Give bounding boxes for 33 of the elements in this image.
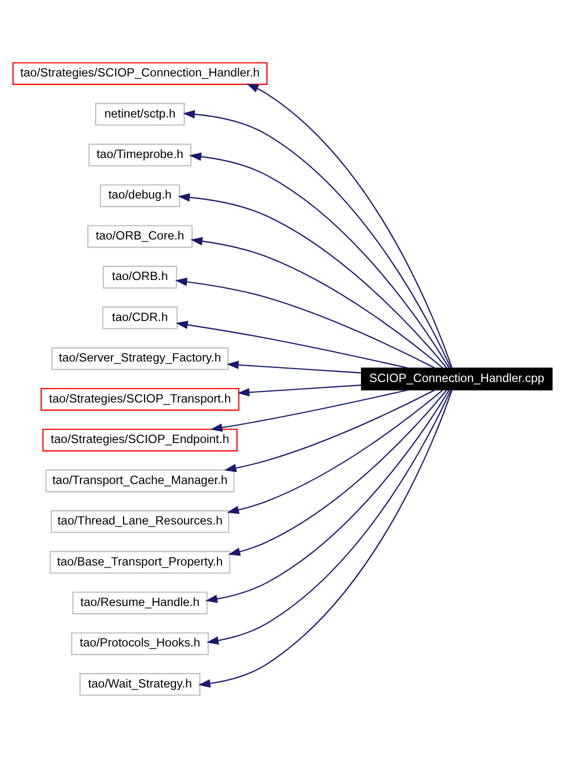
arrow bbox=[246, 83, 452, 368]
node-box: SCIOP_Connection_Handler.cpp bbox=[360, 367, 553, 390]
arrow bbox=[237, 384, 362, 396]
node-box: tao/Wait_Strategy.h bbox=[79, 672, 200, 696]
arrow bbox=[205, 389, 450, 603]
arrow bbox=[226, 389, 444, 514]
arrow bbox=[175, 277, 435, 368]
node-box: tao/Base_Transport_Property.h bbox=[50, 550, 230, 574]
arrow bbox=[206, 389, 452, 644]
arrow bbox=[228, 389, 448, 556]
arrow bbox=[198, 389, 452, 688]
node-box: tao/Strategies/SCIOP_Connection_Handler.h bbox=[12, 62, 268, 84]
node-box: tao/Server_Strategy_Factory.h bbox=[51, 346, 229, 370]
arrow bbox=[224, 389, 435, 472]
arrow bbox=[190, 236, 444, 368]
node-box: netinet/sctp.h bbox=[95, 102, 185, 126]
arrow bbox=[210, 388, 409, 432]
node-box: tao/CDR.h bbox=[102, 306, 178, 329]
node-box: tao/Timeprobe.h bbox=[88, 143, 192, 166]
node-box: tao/debug.h bbox=[100, 184, 180, 207]
node-box: tao/ORB_Core.h bbox=[87, 224, 193, 248]
arrow bbox=[226, 360, 362, 373]
node-box: tao/Thread_Lane_Resources.h bbox=[50, 510, 230, 532]
arrow bbox=[182, 110, 452, 368]
node-box: tao/Protocols_Hooks.h bbox=[71, 632, 209, 655]
arrow bbox=[176, 320, 409, 368]
node-box: tao/ORB.h bbox=[102, 265, 178, 288]
arrow bbox=[189, 152, 450, 368]
node-box: tao/Resume_Handle.h bbox=[72, 591, 208, 614]
arrow bbox=[178, 192, 448, 368]
node-box: tao/Strategies/SCIOP_Transport.h bbox=[40, 387, 240, 410]
node-box: tao/Transport_Cache_Manager.h bbox=[45, 468, 235, 492]
node-box: tao/Strategies/SCIOP_Endpoint.h bbox=[42, 428, 238, 451]
